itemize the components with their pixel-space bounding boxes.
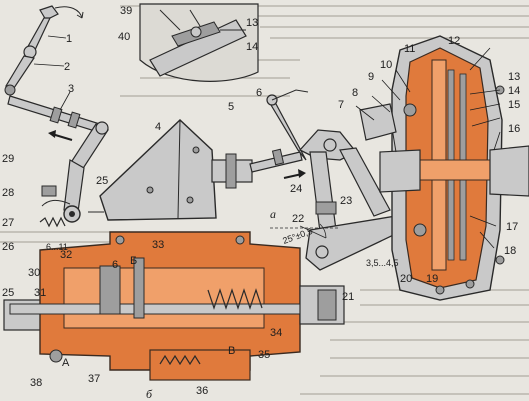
label-35: 35 — [258, 349, 270, 361]
clutch-housing-right — [359, 35, 529, 301]
label-A: А — [62, 357, 70, 369]
label-24: 24 — [290, 183, 302, 195]
label-28: 28 — [2, 187, 14, 199]
part-number-labels: 1 2 3 4 5 6 7 8 9 10 11 12 13 14 15 16 1… — [2, 5, 520, 397]
inset-detail — [139, 3, 259, 82]
label-a: a — [270, 207, 276, 221]
label-39: 39 — [120, 5, 132, 17]
label-25a: 25 — [96, 175, 108, 187]
booster-cylinder-section — [3, 231, 345, 381]
label-14: 14 — [508, 85, 520, 97]
label-19: 19 — [426, 273, 438, 285]
release-fork-levers — [270, 129, 405, 271]
label-16: 16 — [508, 123, 520, 135]
label-5: 5 — [228, 101, 234, 113]
label-23: 23 — [340, 195, 352, 207]
label-37: 37 — [88, 373, 100, 385]
label-22: 22 — [292, 213, 304, 225]
label-15: 15 — [508, 99, 520, 111]
label-20: 20 — [400, 273, 412, 285]
lever-linkage-left — [39, 121, 109, 228]
label-B: Б — [130, 255, 137, 267]
label-30: 30 — [28, 267, 40, 279]
label-26: 26 — [2, 241, 14, 253]
leader-lines — [33, 35, 501, 249]
label-18: 18 — [504, 245, 516, 257]
label-32: 32 — [60, 249, 72, 261]
label-21: 21 — [342, 291, 354, 303]
label-7: 7 — [338, 99, 344, 111]
label-1: 1 — [66, 33, 72, 45]
label-36: 36 — [196, 385, 208, 397]
label-3: 3 — [68, 83, 74, 95]
label-8: 8 — [352, 87, 358, 99]
label-6a: 6 — [256, 87, 262, 99]
pushrod-3 — [7, 95, 101, 141]
dimension-gap: 3,5...4,5 — [366, 258, 399, 268]
label-13-inset: 13 — [246, 17, 258, 29]
label-27: 27 — [2, 217, 14, 229]
label-34: 34 — [270, 327, 282, 339]
label-40: 40 — [118, 31, 130, 43]
label-b-small: б — [146, 387, 153, 401]
label-38: 38 — [30, 377, 42, 389]
label-12: 12 — [448, 35, 460, 47]
label-4: 4 — [155, 121, 161, 133]
label-17: 17 — [506, 221, 518, 233]
booster-housing-4 — [99, 119, 253, 221]
dimension-travel: 6...11 — [46, 242, 68, 252]
label-2: 2 — [64, 61, 70, 73]
label-25b: 25 — [2, 287, 14, 299]
rod-5 — [249, 89, 309, 179]
label-29: 29 — [2, 153, 14, 165]
label-31: 31 — [34, 287, 46, 299]
label-14-inset: 14 — [246, 41, 258, 53]
label-V: В — [228, 345, 235, 357]
label-6b: 6 — [112, 259, 118, 271]
label-10: 10 — [380, 59, 392, 71]
clutch-pedal-assembly — [4, 5, 84, 96]
label-13: 13 — [508, 71, 520, 83]
label-9: 9 — [368, 71, 374, 83]
letter-labels: a А Б В б — [62, 207, 276, 401]
label-33: 33 — [152, 239, 164, 251]
label-11: 11 — [404, 43, 415, 55]
